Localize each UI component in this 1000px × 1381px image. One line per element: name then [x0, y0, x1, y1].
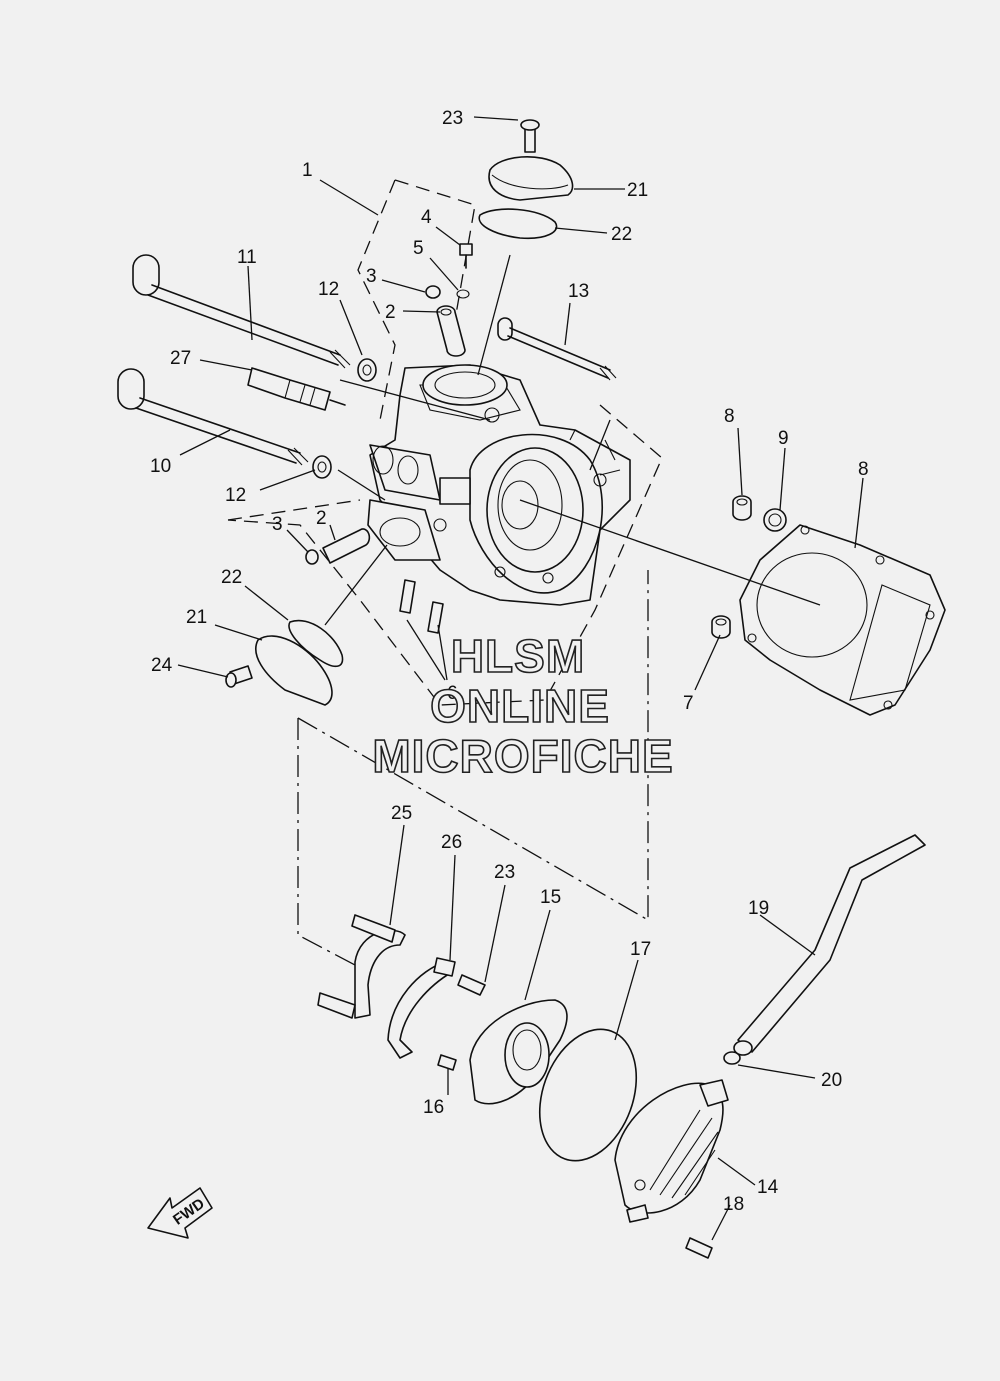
cover-15 [469, 999, 568, 1105]
callout-2-top: 2 [385, 302, 396, 323]
fwd-arrow-icon: FWD [147, 1187, 213, 1239]
callout-3-bottom: 3 [272, 514, 283, 535]
cylinder-head-gasket [739, 524, 946, 716]
callout-23-bottom: 24 [151, 655, 173, 676]
callout-21-bottom: 21 [186, 607, 207, 628]
callout-27: 27 [170, 348, 191, 369]
callout-11: 11 [237, 247, 257, 268]
callout-7: 8 [858, 459, 869, 480]
cam-guide-24 [317, 914, 406, 1019]
callout-6: 6 [447, 683, 458, 704]
cap-upper [478, 119, 574, 240]
callout-15: 15 [540, 887, 561, 908]
callout-12-top: 12 [318, 279, 339, 300]
callout-3-top: 3 [366, 266, 377, 287]
assembly-boundary-head [227, 179, 663, 706]
callout-2-bottom: 2 [316, 508, 327, 529]
callout-8-bottom: 7 [683, 693, 694, 714]
callout-20: 20 [821, 1070, 842, 1091]
callout-22-bottom: 22 [221, 567, 242, 588]
washers [312, 358, 377, 479]
callout-1: 1 [302, 160, 313, 181]
plate-26 [387, 957, 456, 1059]
callout-23-top: 23 [442, 108, 463, 129]
callout-19: 19 [748, 898, 769, 919]
cylinder-head [367, 364, 631, 606]
cap-lower [225, 619, 344, 706]
callout-22-top: 22 [611, 224, 632, 245]
assembly-boundary-lower [297, 570, 649, 966]
callout-17: 17 [630, 939, 651, 960]
studs-6 [399, 579, 444, 634]
callout-24: 25 [391, 803, 412, 824]
head-bolts [117, 254, 351, 466]
callout-10: 10 [150, 456, 171, 477]
stud-bolt [497, 317, 617, 381]
callout-16: 16 [423, 1097, 444, 1118]
spark-plug [247, 367, 346, 411]
hose-19 [733, 834, 926, 1056]
bolt-25 [457, 974, 486, 996]
callout-13: 13 [568, 281, 589, 302]
leader-lines [177, 116, 864, 1241]
callout-26: 26 [441, 832, 462, 853]
callout-18: 18 [723, 1194, 744, 1215]
callout-25: 23 [494, 862, 515, 883]
dowel-pins [711, 495, 787, 639]
bolt-16 [437, 1054, 457, 1071]
callout-labels: 23 21 22 1 4 5 3 2 11 12 13 27 10 12 3 2… [150, 108, 869, 1215]
callout-5: 5 [413, 238, 424, 259]
callout-8-top: 8 [724, 406, 735, 427]
watermark-line-2: ONLINE [430, 680, 610, 732]
watermark-line-3: MICROFICHE [372, 730, 673, 782]
bolt-18 [685, 1237, 713, 1259]
o-ring-17 [538, 1028, 638, 1162]
callout-9: 9 [778, 428, 789, 449]
watermark-line-1: HLSM [451, 630, 585, 682]
clip-20 [723, 1051, 741, 1065]
callout-4: 4 [421, 207, 432, 228]
upper-small-parts [425, 243, 473, 357]
callout-12-bottom: 12 [225, 485, 246, 506]
watermark: HLSM ONLINE MICROFICHE [372, 629, 674, 783]
cover-14 [614, 1079, 729, 1223]
callout-21-top: 21 [627, 180, 648, 201]
lower-small-parts [305, 528, 371, 565]
callout-14: 14 [757, 1177, 779, 1198]
